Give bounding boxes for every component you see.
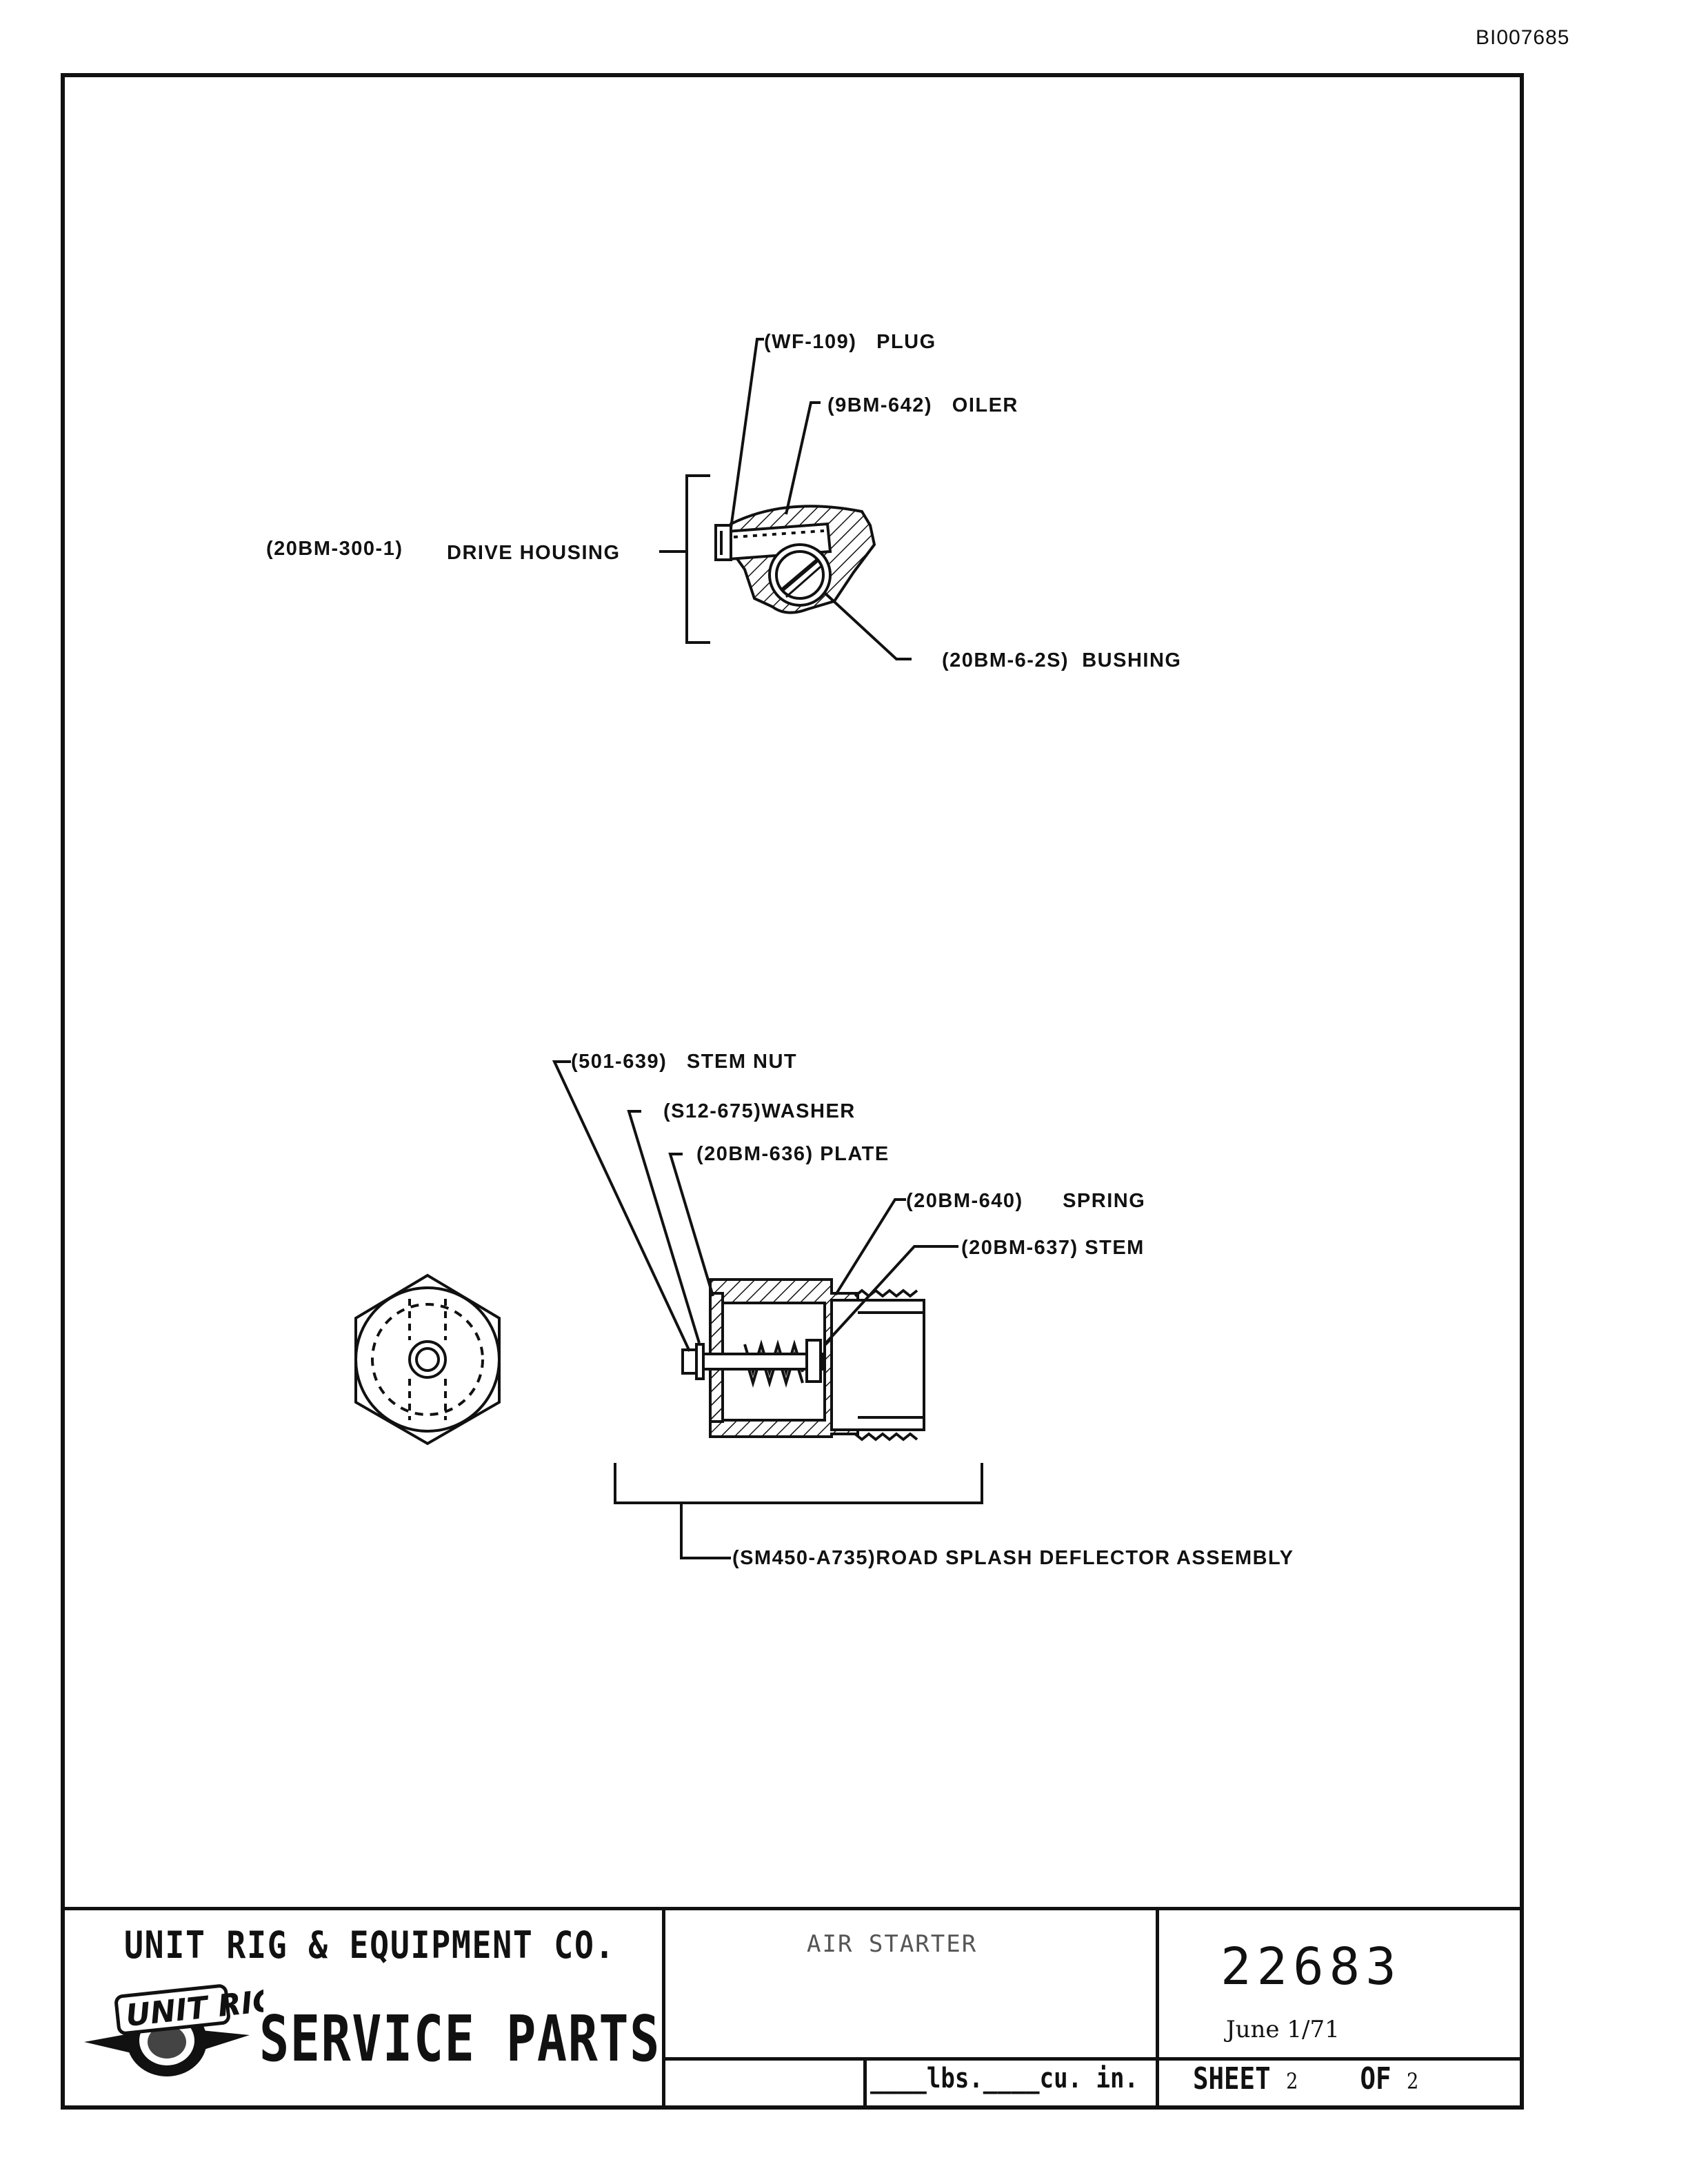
title-block-top-rule [61, 1907, 1524, 1910]
spring-label: (20BM-640) SPRING [906, 1190, 1146, 1212]
title-block-mid-rule [662, 2057, 1524, 2061]
assembly-label: (SM450-A735)ROAD SPLASH DEFLECTOR ASSEMB… [732, 1547, 1294, 1569]
unit-rig-logo: UNIT RIG [84, 1983, 263, 2076]
part-number: 22683 [1220, 1937, 1402, 1996]
deflector-section [552, 1060, 983, 1559]
housing-part-number: (20BM-300-1) [266, 538, 403, 560]
stem-nut-label: (501-639) STEM NUT [571, 1051, 798, 1073]
title-block-divider-3 [863, 2057, 867, 2110]
drawing-date: June 1/71 [1226, 2016, 1340, 2043]
drawing-title: AIR STARTER [807, 1930, 978, 1958]
drive-housing-section [659, 338, 912, 660]
hex-end-view [354, 1273, 501, 1446]
bushing-label: (20BM-6-2S) BUSHING [942, 649, 1182, 671]
document-id: BI007685 [1476, 26, 1570, 49]
drawing-frame [61, 73, 1524, 2110]
stem-label: (20BM-637) STEM [961, 1237, 1145, 1259]
plate-label: (20BM-636) PLATE [696, 1143, 890, 1165]
sheet-indicator: SHEET 2 OF 2 [1193, 2061, 1419, 2096]
washer-label: (S12-675)WASHER [663, 1100, 856, 1122]
service-parts-heading: SERVICE PARTS [259, 2002, 661, 2076]
title-block-divider-1 [662, 1907, 665, 2110]
title-block-divider-2 [1156, 1907, 1159, 2110]
housing-label: DRIVE HOUSING [447, 542, 621, 564]
plug-label: (WF-109) PLUG [764, 331, 936, 353]
company-name: UNIT RIG & EQUIPMENT CO. [124, 1923, 616, 1967]
oiler-label: (9BM-642) OILER [827, 394, 1018, 416]
weight-volume-field: ____lbs.____cu. in. [870, 2063, 1138, 2094]
